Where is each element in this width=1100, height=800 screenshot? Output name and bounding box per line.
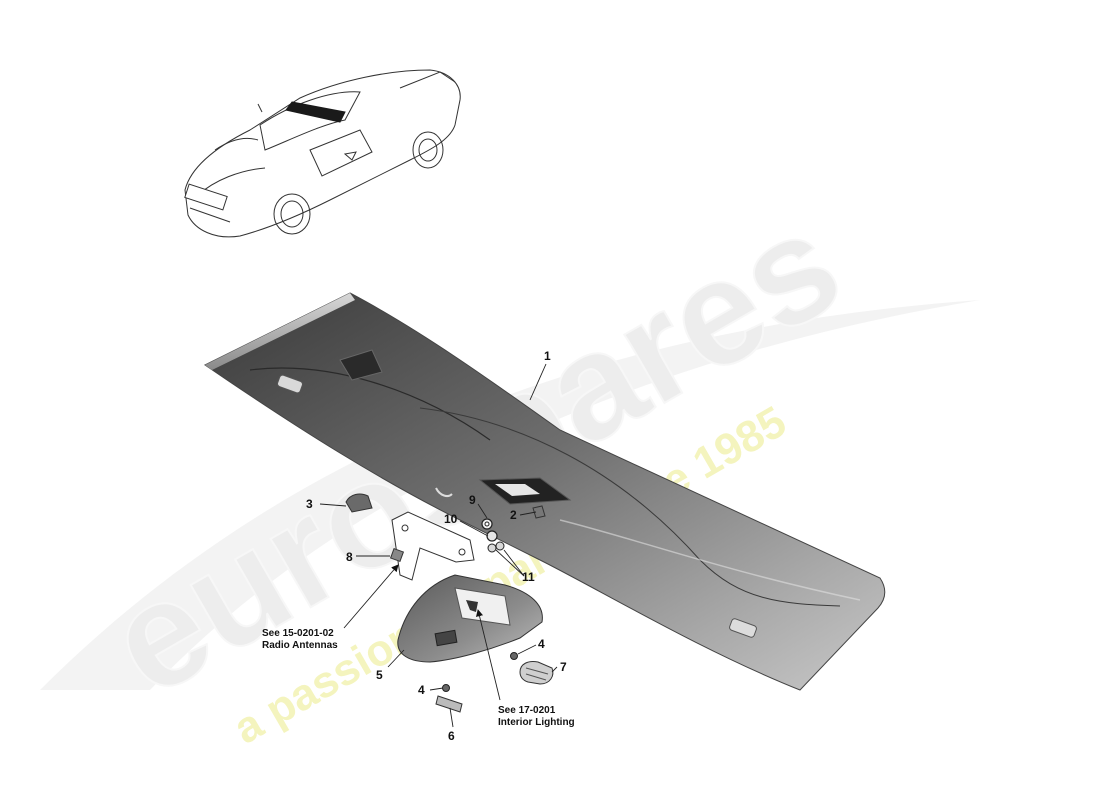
leader-lines: [319, 363, 558, 728]
note-lighting-ref: See 17-0201: [498, 705, 556, 716]
callout-labels: 1 2 3 8 9 10 11 4 5 4 7 6: [306, 349, 567, 743]
callout-4-lower: 4: [418, 683, 425, 697]
part-11-fixings: [487, 541, 505, 553]
callout-1: 1: [544, 349, 551, 363]
part-9-nut: [481, 518, 493, 530]
panel-handle-front: [277, 374, 303, 394]
callout-8: 8: [346, 550, 353, 564]
note-radio-title: Radio Antennas: [262, 640, 338, 651]
callout-4-upper: 4: [538, 637, 545, 651]
headlining-panel: [204, 292, 886, 691]
part-8-bracket: [389, 547, 405, 563]
bracket-plate: [391, 511, 475, 581]
callout-11: 11: [522, 570, 535, 584]
part-7-lamp: [519, 661, 554, 685]
panel-handle-rear: [729, 618, 757, 638]
watermark-swoosh: [40, 300, 980, 690]
callout-7: 7: [560, 660, 567, 674]
part-2-clip: [532, 505, 546, 519]
callout-2: 2: [510, 508, 517, 522]
callout-5: 5: [376, 668, 383, 682]
part-10-washer: [486, 530, 498, 542]
part-3-clip: [345, 493, 373, 513]
note-lighting-title: Interior Lighting: [498, 717, 575, 728]
part-4-screw-lower: [442, 684, 450, 692]
cross-reference-notes: See 15-0201-02 Radio Antennas See 17-020…: [262, 628, 575, 728]
panel-lamp-cutout: [339, 349, 383, 381]
note-radio-ref: See 15-0201-02: [262, 628, 334, 639]
panel-top-edge: [205, 293, 355, 370]
part-6-bracket: [435, 695, 463, 713]
car-illustration: [184, 69, 461, 238]
callout-10: 10: [444, 512, 458, 526]
car-roof-highlight: [285, 101, 346, 123]
panel-fold-line: [249, 367, 491, 441]
callout-9: 9: [469, 493, 476, 507]
callout-6: 6: [448, 729, 455, 743]
part-4-screw-upper: [510, 652, 518, 660]
overhead-console: [397, 574, 543, 663]
callout-3: 3: [306, 497, 313, 511]
